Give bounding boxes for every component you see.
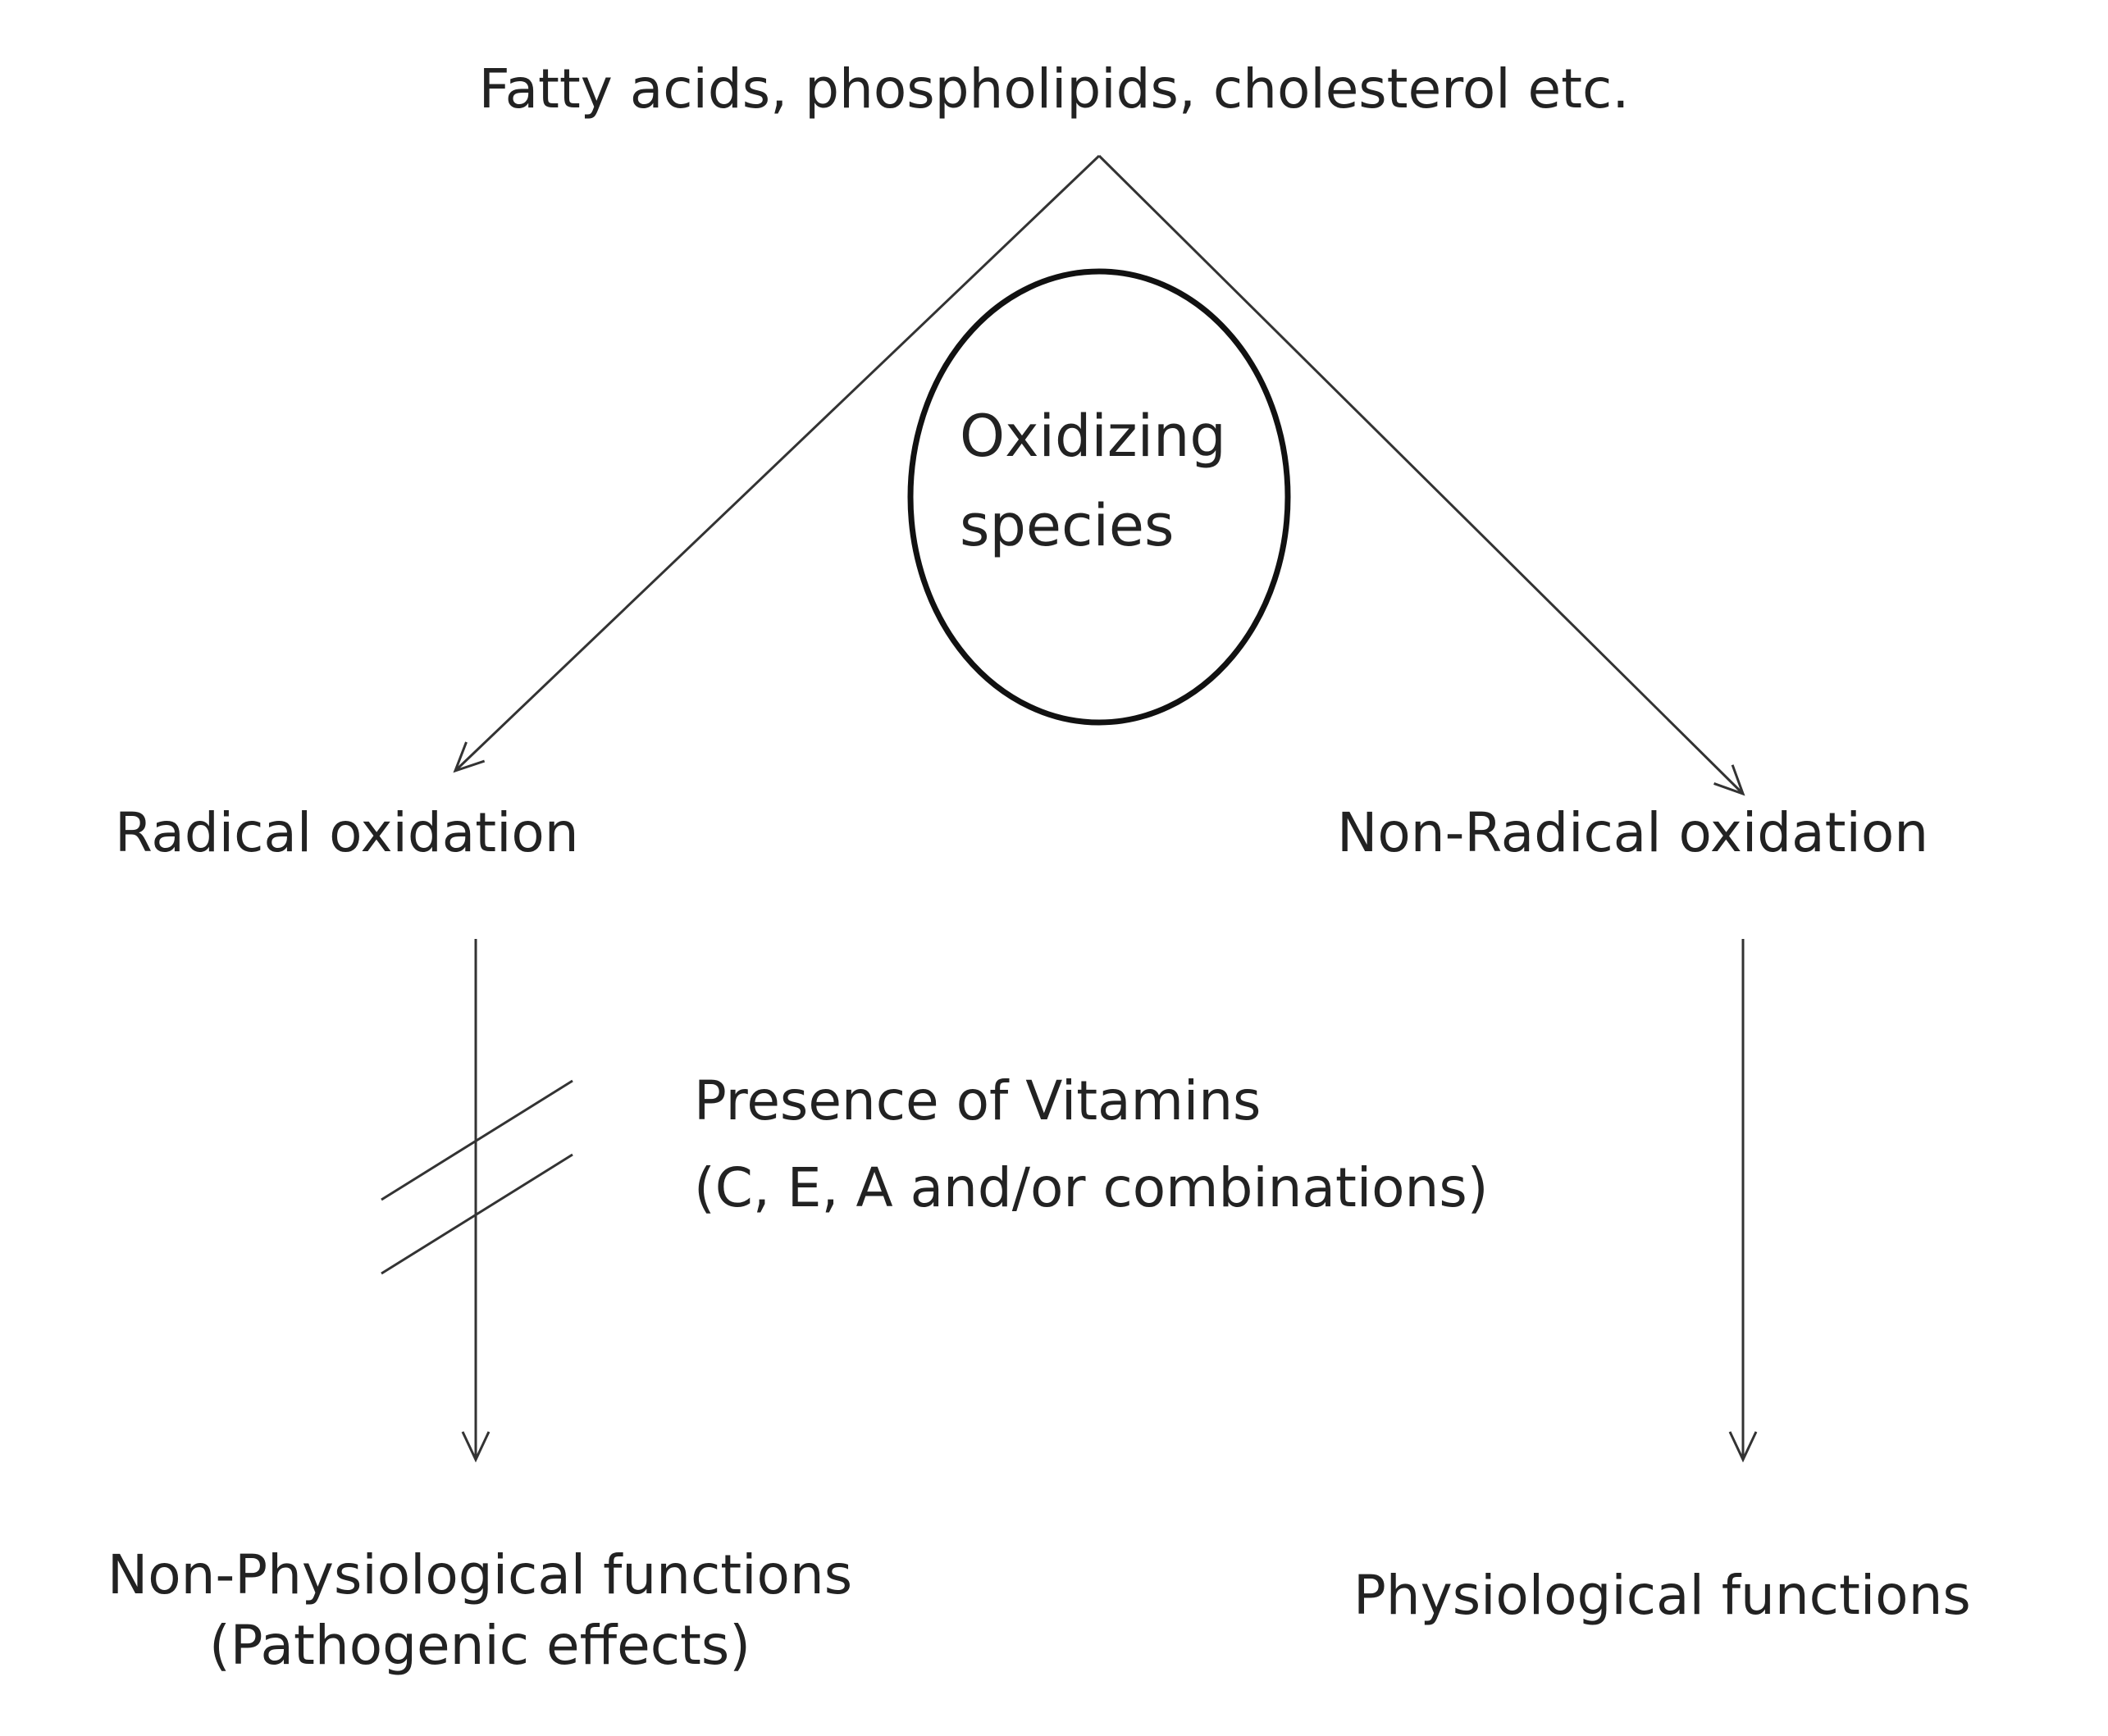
non-radical-text: Non-Radical oxidation xyxy=(1337,801,1929,864)
vitamins-line-1: Presence of Vitamins xyxy=(694,1069,1262,1132)
oxidizer-line-1: Oxidizing xyxy=(960,403,1226,470)
physiological-text: Physiological functions xyxy=(1353,1564,1971,1627)
physiological-label: Physiological functions xyxy=(1353,1562,2108,1630)
non-physiological-line-2: (Pathogenic effects) xyxy=(208,1613,751,1677)
source-label: Fatty acids, phospholipids, cholesterol … xyxy=(0,56,2108,124)
oxidizer-line-2: species xyxy=(960,491,1175,559)
oxidizing-species-label: Oxidizing species xyxy=(902,392,1280,570)
vitamins-line-2: (C, E, A and/or combinations) xyxy=(694,1155,1489,1219)
radical-oxidation-label: Radical oxidation xyxy=(115,800,853,868)
arrow-to-radical xyxy=(453,154,1101,773)
inhibition-mark-lower xyxy=(381,1153,573,1275)
vitamins-label: Presence of Vitamins (C, E, A and/or com… xyxy=(694,1058,1760,1231)
non-radical-oxidation-label: Non-Radical oxidation xyxy=(1337,800,2108,868)
radical-text: Radical oxidation xyxy=(115,801,579,864)
oxidizing-species-circle xyxy=(907,268,1291,726)
inhibition-mark-upper xyxy=(381,1079,573,1201)
non-physiological-line-1: Non-Physiological functions xyxy=(107,1543,853,1606)
arrow-to-non-radical xyxy=(1097,154,1745,796)
non-physiological-label: Non-Physiological functions (Pathogenic … xyxy=(16,1540,943,1681)
source-text: Fatty acids, phospholipids, cholesterol … xyxy=(478,57,1630,121)
